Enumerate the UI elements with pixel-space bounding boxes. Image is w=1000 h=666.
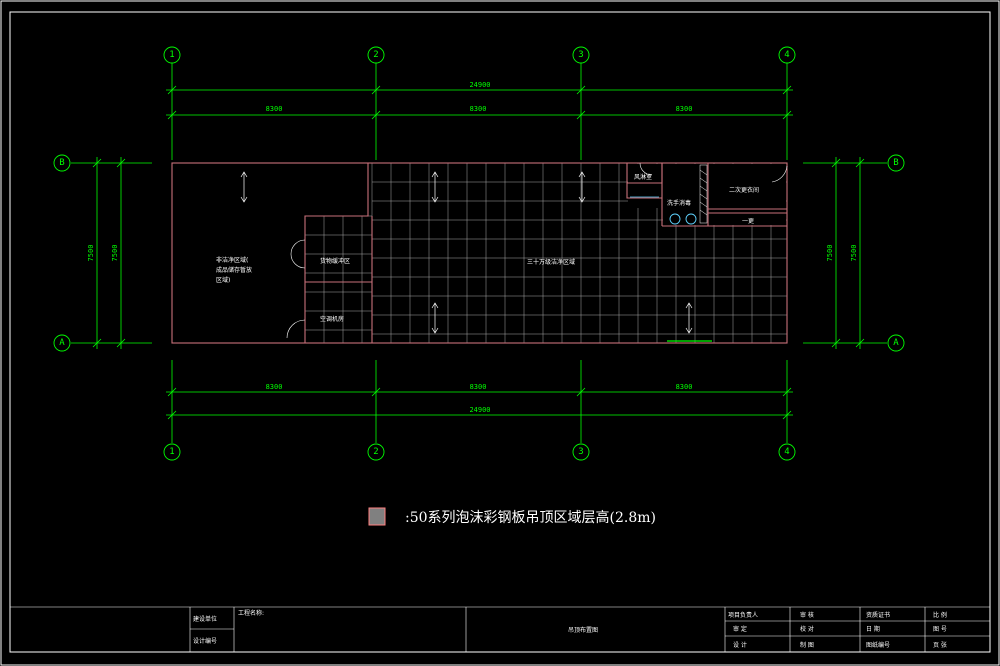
grid-bubble-right-a xyxy=(887,334,905,352)
grid-bubble-right-b xyxy=(887,154,905,172)
grid-label-top-2: 2 xyxy=(373,50,378,60)
airflow-arrow-icon xyxy=(578,171,586,203)
wash-basins xyxy=(669,213,697,225)
dim-span-bottom-1: 8300 xyxy=(266,383,283,391)
tb-project-lead: 项目负责人 xyxy=(728,611,758,619)
basin-icon xyxy=(669,213,681,225)
dim-depth-right-1: 7500 xyxy=(826,245,834,262)
airflow-arrow-icon xyxy=(431,171,439,203)
grid-label-top-4: 4 xyxy=(784,50,789,60)
grid-bubble-top-3 xyxy=(572,46,590,64)
dim-total-top: 24900 xyxy=(469,81,490,89)
airflow-arrow-icon xyxy=(685,302,693,334)
room-second-change: 二次更衣间 xyxy=(729,186,759,194)
legend-label: :50系列泡沫彩钢板吊顶区域层高(2.8m) xyxy=(405,509,656,526)
tb-project-name: 工程名称: xyxy=(238,609,264,617)
tb-drawing-title: 吊顶布置图 xyxy=(568,626,598,634)
room-clean-area: 三十万级洁净区域 xyxy=(527,258,575,266)
tb-scale: 比 例 xyxy=(933,611,947,619)
dim-span-top-3: 8300 xyxy=(676,105,693,113)
grid-label-top-3: 3 xyxy=(578,50,583,60)
tb-drawing-no: 图纸编号 xyxy=(866,641,890,649)
building-walls xyxy=(171,162,788,344)
legend: :50系列泡沫彩钢板吊顶区域层高(2.8m) xyxy=(368,507,656,526)
room-non-clean-line2: 成品储存暂放 xyxy=(216,266,252,274)
room-air-shower: 风淋室 xyxy=(634,173,652,181)
dim-depth-right-2: 7500 xyxy=(850,245,858,262)
tb-draw: 制 图 xyxy=(800,641,814,649)
grid-label-left-a: A xyxy=(59,338,65,348)
air-supply-arrows xyxy=(240,171,693,334)
grid-bubble-top-2 xyxy=(367,46,385,64)
room-non-clean-line3: 区域) xyxy=(216,276,230,284)
grid-bubble-bottom-1 xyxy=(163,443,181,461)
airflow-arrow-icon xyxy=(431,302,439,334)
room-wash-disinfect: 洗手消毒 xyxy=(667,199,691,207)
room-non-clean-line1: 非洁净区域( xyxy=(216,256,248,264)
grid-label-bottom-2: 2 xyxy=(373,447,378,457)
dim-depth-left-1: 7500 xyxy=(87,245,95,262)
room-labels: 非洁净区域( 成品储存暂放 区域) 货物缓冲区 空调机房 三十万级洁净区域 风淋… xyxy=(216,173,759,323)
grid-bubble-bottom-3 xyxy=(572,443,590,461)
dim-span-top-1: 8300 xyxy=(266,105,283,113)
grid-label-top-1: 1 xyxy=(169,50,174,60)
grid-bubble-bottom-4 xyxy=(778,443,796,461)
grid-bubble-top-1 xyxy=(163,46,181,64)
dim-span-bottom-3: 8300 xyxy=(676,383,693,391)
grid-label-bottom-1: 1 xyxy=(169,447,174,457)
title-block xyxy=(10,606,990,652)
grid-label-left-b: B xyxy=(59,158,64,168)
dimension-labels: 24900 8300 8300 8300 8300 8300 8300 2490… xyxy=(87,81,858,414)
airflow-arrow-icon xyxy=(240,171,248,203)
tb-figure-no: 图 号 xyxy=(933,626,947,633)
grid-label-bottom-4: 4 xyxy=(784,447,789,457)
grid-label-right-a: A xyxy=(893,338,899,348)
tb-check: 校 对 xyxy=(800,625,814,633)
room-cargo-buffer: 货物缓冲区 xyxy=(320,257,350,265)
tb-design-no: 设计编号 xyxy=(193,637,217,645)
grid-bubble-top-4 xyxy=(778,46,796,64)
dim-span-top-2: 8300 xyxy=(470,105,487,113)
grid-bubble-bottom-2 xyxy=(367,443,385,461)
legend-swatch xyxy=(368,507,386,526)
partition-strip xyxy=(699,164,708,224)
tb-approve: 审 定 xyxy=(733,625,747,633)
dim-total-bottom: 24900 xyxy=(469,406,490,414)
dim-depth-left-2: 7500 xyxy=(111,245,119,262)
room-air-handling: 空调机房 xyxy=(320,315,344,323)
tb-pages: 页 张 xyxy=(933,641,947,649)
room-first-change: 一更 xyxy=(742,218,754,225)
dim-span-bottom-2: 8300 xyxy=(470,383,487,391)
grid-label-bottom-3: 3 xyxy=(578,447,583,457)
basin-icon xyxy=(685,213,697,225)
tb-date: 日 期 xyxy=(866,625,880,633)
tb-design: 设 计 xyxy=(733,641,747,649)
grid-bubbles: 1 2 3 4 1 2 3 4 B A B A xyxy=(53,46,905,461)
tb-cert: 资质证书 xyxy=(866,611,890,619)
tb-client: 建设单位 xyxy=(193,615,217,623)
grid-axes xyxy=(71,63,887,443)
grid-bubble-left-b xyxy=(53,154,71,172)
door-swings xyxy=(286,162,788,339)
grid-label-right-b: B xyxy=(893,158,898,168)
title-block-text: 建设单位 设计编号 工程名称: 吊顶布置图 项目负责人 审 定 设 计 审 核 … xyxy=(193,609,947,649)
drawing-frame xyxy=(9,11,991,653)
ceiling-tile-grid xyxy=(304,162,787,343)
tb-review: 审 核 xyxy=(800,611,814,619)
grid-bubble-left-a xyxy=(53,334,71,352)
